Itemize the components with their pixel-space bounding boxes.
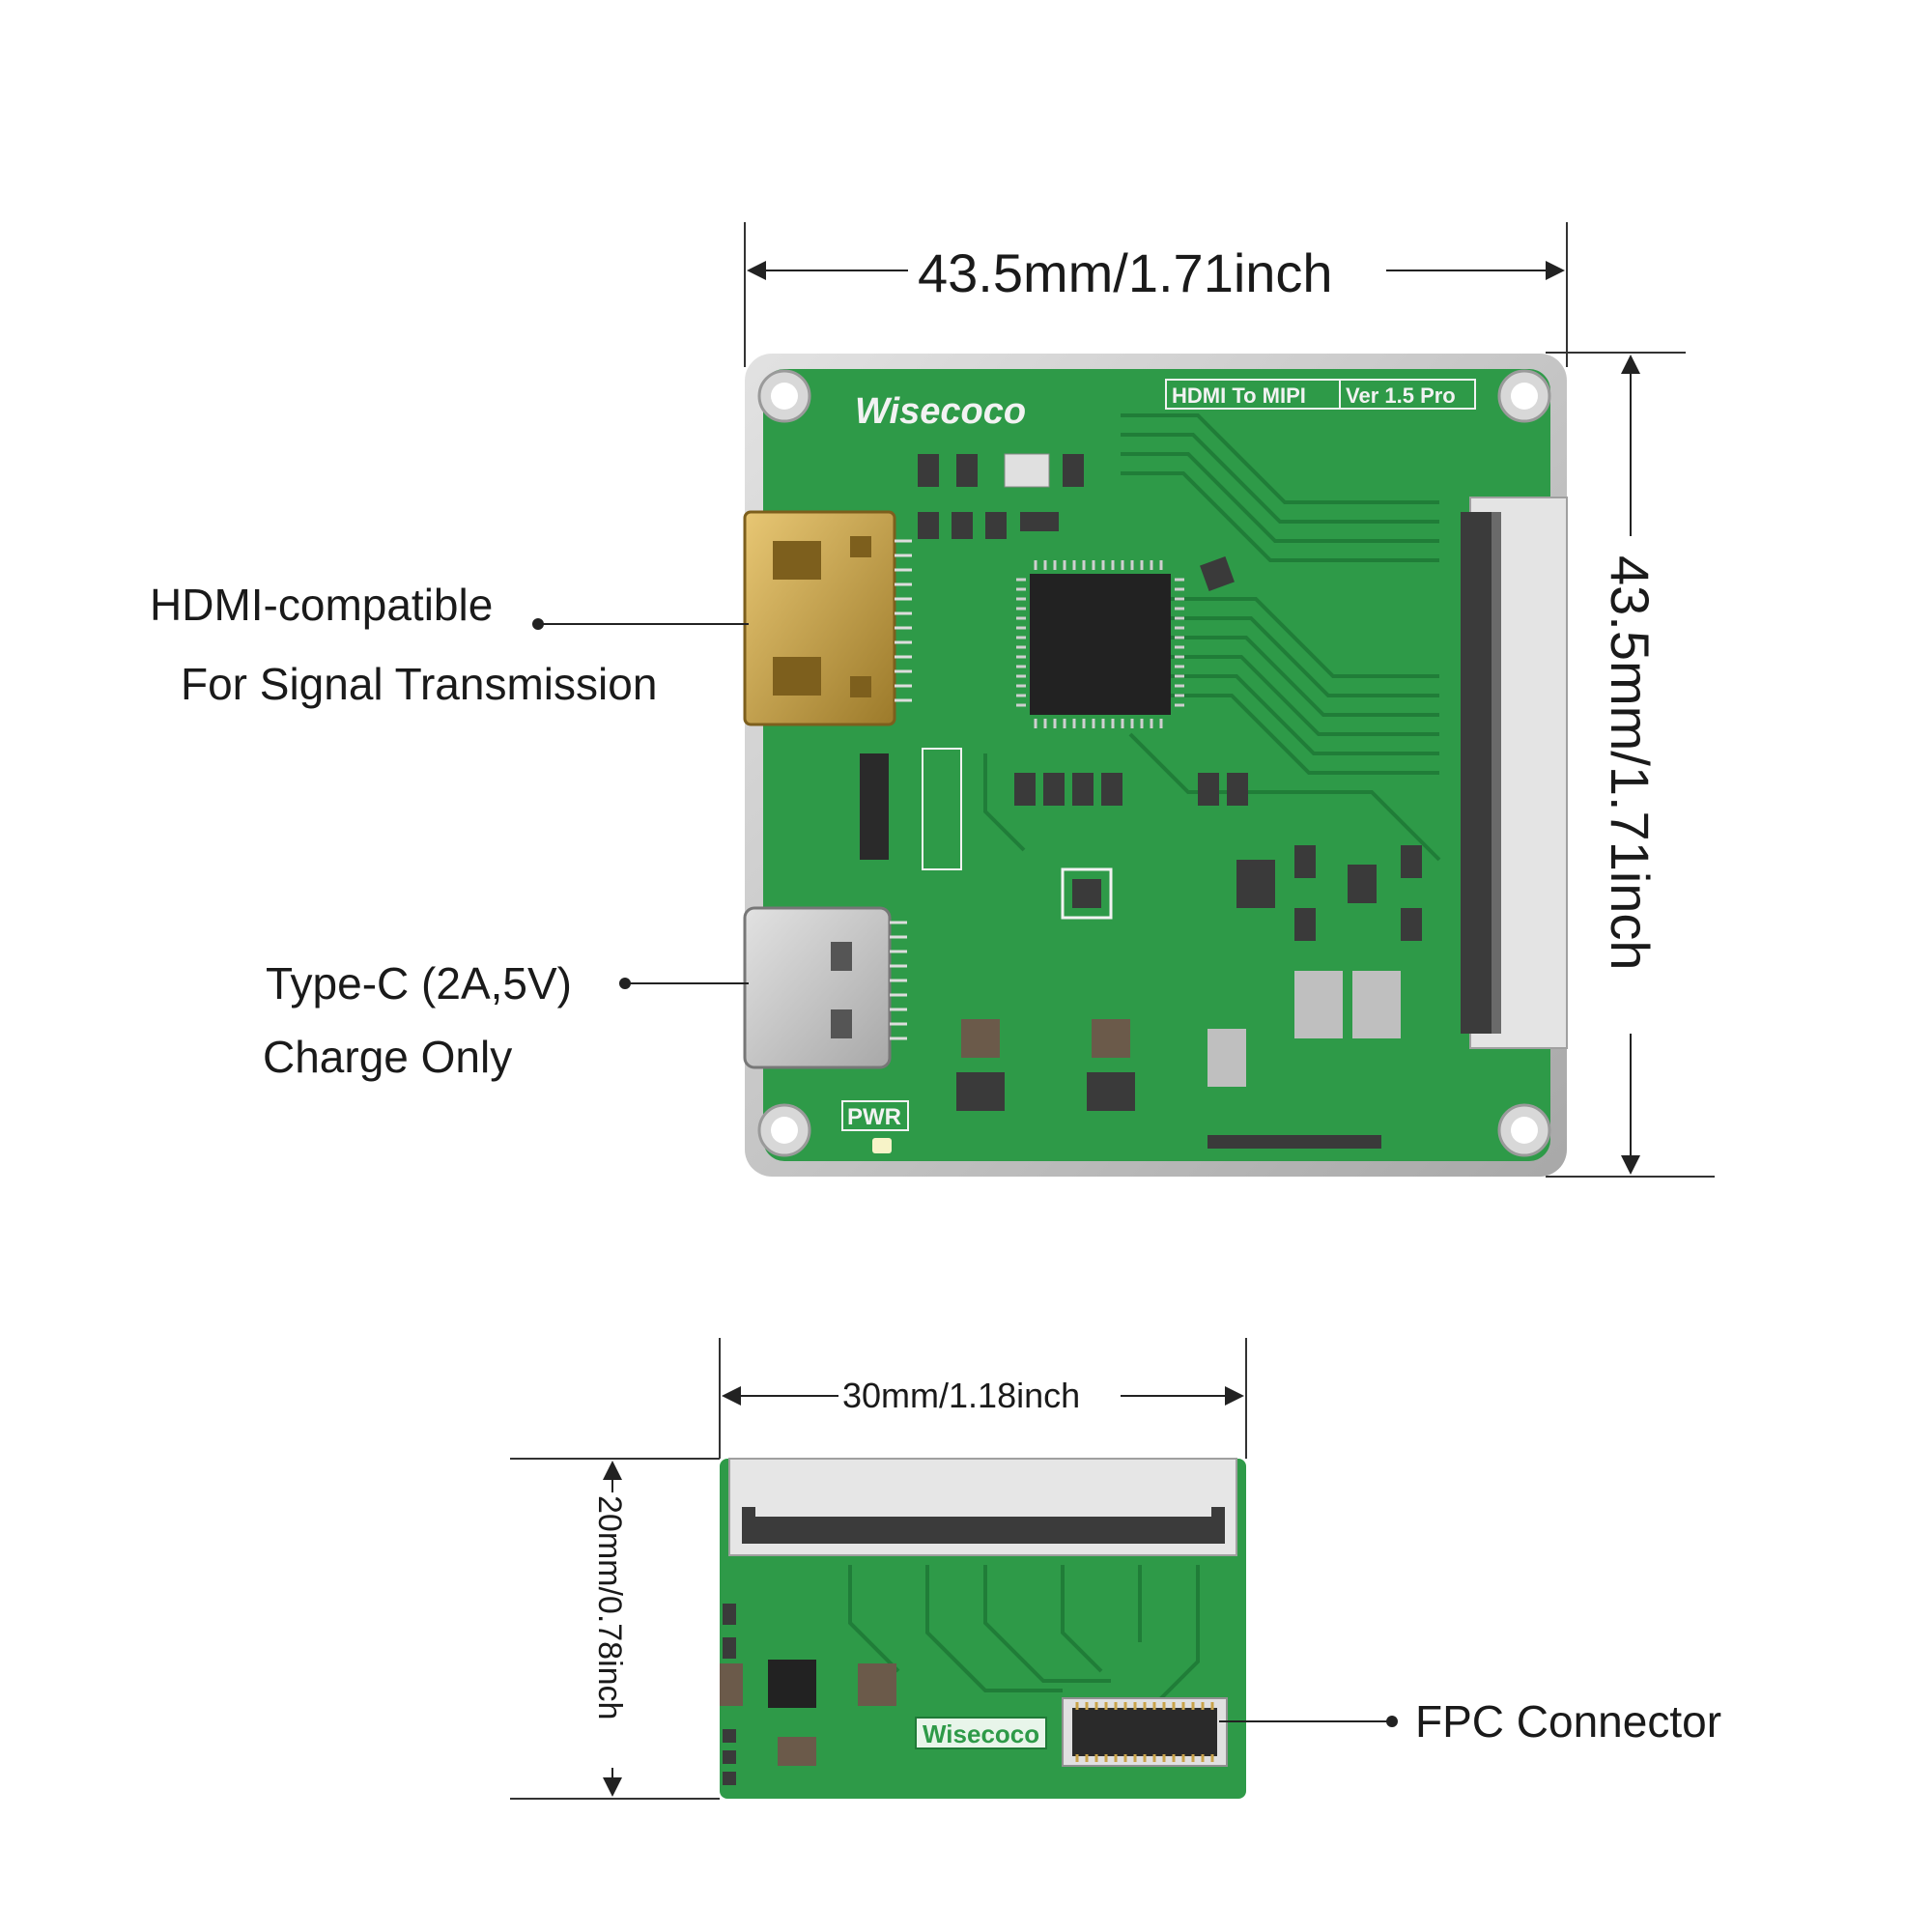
main-width-dimension bbox=[744, 222, 1568, 367]
main-processor-chip bbox=[1016, 560, 1184, 728]
adapter-chip bbox=[768, 1660, 816, 1708]
adapter-brand-silkscreen: Wisecoco bbox=[923, 1719, 1039, 1748]
adapter-height-label: 20mm/0.78inch bbox=[591, 1495, 628, 1719]
adapter-width-label: 30mm/1.18inch bbox=[842, 1376, 1080, 1415]
main-pcb: Wisecoco HDMI To MIPI Ver 1.5 Pro PWR bbox=[743, 354, 1568, 1177]
hdmi-callout: HDMI-compatible For Signal Transmission bbox=[150, 580, 749, 709]
hdmi-description: For Signal Transmission bbox=[181, 659, 657, 709]
typec-callout: Type-C (2A,5V) Charge Only bbox=[263, 958, 749, 1082]
main-version-silkscreen: Ver 1.5 Pro bbox=[1346, 384, 1456, 408]
main-model-silkscreen: HDMI To MIPI bbox=[1172, 384, 1306, 408]
main-brand-silkscreen: Wisecoco bbox=[855, 391, 1026, 432]
adapter-pcb: Wisecoco bbox=[720, 1458, 1246, 1799]
pwr-led bbox=[872, 1138, 892, 1153]
type-c-port bbox=[743, 906, 907, 1069]
resistor-array bbox=[860, 748, 962, 870]
hdmi-port bbox=[743, 510, 912, 726]
main-height-dimension bbox=[1546, 352, 1715, 1178]
adapter-fpc-connector bbox=[1062, 1697, 1228, 1767]
adapter-width-dimension bbox=[719, 1338, 1247, 1459]
main-fpc-connector bbox=[1461, 497, 1568, 1049]
main-height-label: 43.5mm/1.71inch bbox=[1600, 555, 1661, 971]
mounting-holes bbox=[757, 369, 1551, 1157]
pwr-silkscreen: PWR bbox=[847, 1104, 901, 1130]
typec-label: Type-C (2A,5V) bbox=[266, 958, 572, 1009]
typec-description: Charge Only bbox=[263, 1032, 512, 1082]
fpc-label: FPC Connector bbox=[1415, 1696, 1721, 1747]
hdmi-label: HDMI-compatible bbox=[150, 580, 493, 630]
main-width-label: 43.5mm/1.71inch bbox=[918, 242, 1333, 303]
fpc-callout: FPC Connector bbox=[1219, 1696, 1721, 1747]
adapter-height-dimension bbox=[510, 1458, 720, 1800]
